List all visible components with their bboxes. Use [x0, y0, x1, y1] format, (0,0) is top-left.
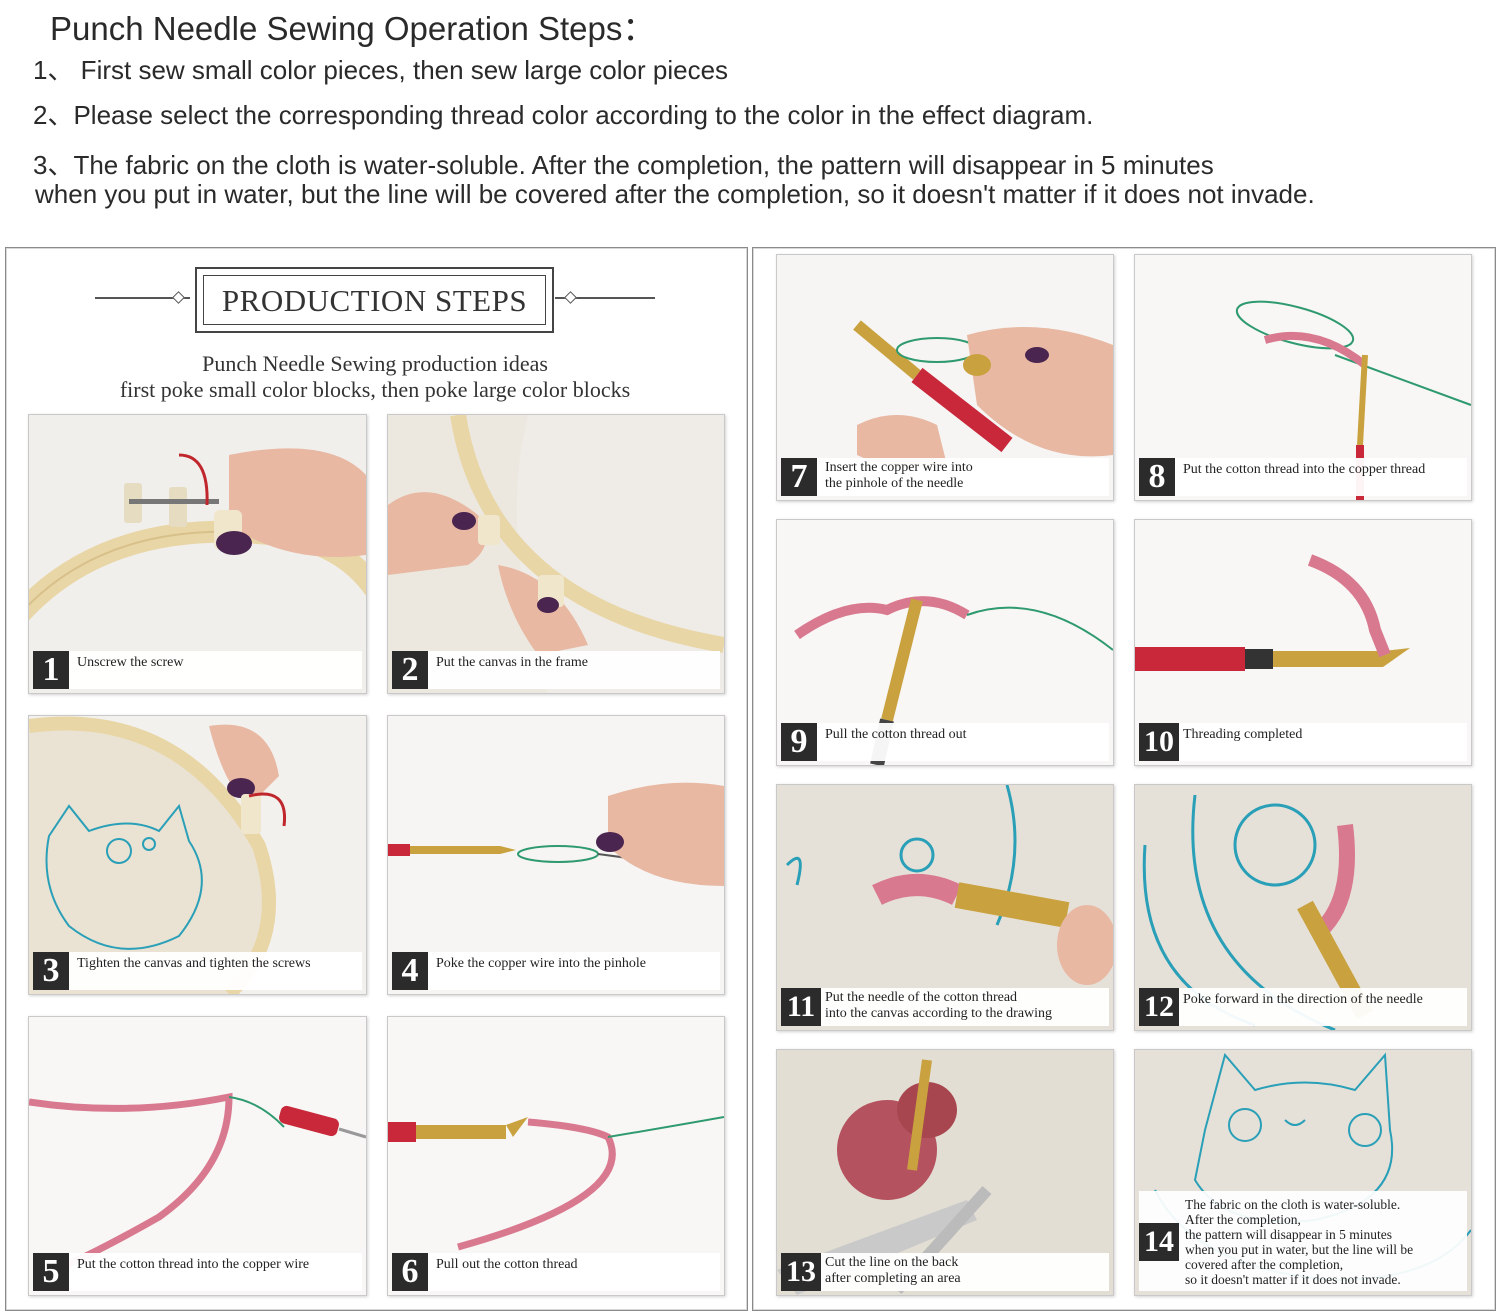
step-2-caption: Put the canvas in the frame: [436, 655, 589, 670]
instructions-header: Punch Needle Sewing Operation Steps： 1、 …: [0, 0, 1500, 240]
step-10-caption-bar: [1139, 723, 1467, 761]
step-card-3: 3 Tighten the canvas and tighten the scr…: [28, 715, 367, 995]
production-steps-banner: PRODUCTION STEPS: [195, 267, 554, 333]
step-5-number: 5: [33, 1253, 69, 1291]
step-3-caption-bar: [33, 952, 362, 990]
step-8-caption-bar: [1139, 458, 1467, 496]
step-7-number: 7: [781, 458, 817, 496]
step-9-caption-bar: [781, 723, 1109, 761]
page-title: Punch Needle Sewing Operation Steps：: [50, 10, 656, 47]
banner-title: PRODUCTION STEPS: [221, 283, 528, 318]
step-9-number: 9: [781, 723, 817, 761]
step-card-6: 6 Pull out the cotton thread: [387, 1016, 725, 1296]
step-11-caption: Put the needle of the cotton thread into…: [825, 990, 1052, 1022]
ideas-line-1: Punch Needle Sewing production ideas: [202, 351, 548, 376]
step-14-caption-line-1: The fabric on the cloth is water-soluble…: [1185, 1197, 1401, 1212]
instruction-line-3a: 3、The fabric on the cloth is water-solub…: [33, 150, 1214, 180]
step-9-caption: Pull the cotton thread out: [825, 727, 967, 742]
ornament-left: [95, 297, 190, 299]
step-3-caption: Tighten the canvas and tighten the screw…: [77, 956, 311, 971]
step-6-caption-bar: [392, 1253, 720, 1291]
step-7-caption-bar: [781, 458, 1109, 496]
step-14-number: 14: [1139, 1223, 1179, 1261]
step-card-9: 9 Pull the cotton thread out: [776, 519, 1114, 766]
step-13-caption-line-2: after completing an area: [825, 1271, 961, 1286]
step-4-number: 4: [392, 952, 428, 990]
step-5-caption-bar: [33, 1253, 362, 1291]
step-14-caption-line-6: so it doesn't matter if it does not inva…: [1185, 1272, 1401, 1287]
ideas-line-2: first poke small color blocks, then poke…: [119, 377, 631, 402]
instruction-line-3b: when you put in water, but the line will…: [35, 179, 1315, 209]
step-7-caption-line-2: the pinhole of the needle: [825, 476, 964, 491]
step-11-number: 11: [781, 988, 821, 1026]
step-card-7: 7 Insert the copper wire into the pinhol…: [776, 254, 1114, 501]
step-11-caption-bar: [781, 988, 1109, 1026]
step-5-caption: Put the cotton thread into the copper wi…: [77, 1257, 310, 1272]
step-card-2: 2 Put the canvas in the frame: [387, 414, 725, 694]
step-card-5: 5 Put the cotton thread into the copper …: [28, 1016, 367, 1296]
step-13-caption-bar: [781, 1253, 1109, 1291]
step-11-caption-line-1: Put the needle of the cotton thread: [825, 990, 1018, 1005]
step-12-caption: Poke forward in the direction of the nee…: [1183, 992, 1423, 1007]
step-card-1: 1 Unscrew the screw: [28, 414, 367, 694]
step-card-14: 14 The fabric on the cloth is water-solu…: [1134, 1049, 1472, 1296]
step-7-caption-line-1: Insert the copper wire into: [825, 460, 973, 475]
step-4-photo: [388, 716, 724, 994]
step-14-caption-line-5: covered after the completion,: [1185, 1257, 1344, 1272]
step-5-photo: [29, 1017, 366, 1295]
step-6-caption: Pull out the cotton thread: [436, 1257, 578, 1272]
step-13-caption-line-1: Cut the line on the back: [825, 1255, 959, 1270]
step-card-13: 13 Cut the line on the back after comple…: [776, 1049, 1114, 1296]
step-10-caption: Threading completed: [1183, 727, 1303, 742]
step-8-caption: Put the cotton thread into the copper th…: [1183, 462, 1426, 477]
step-14-caption-line-4: when you put in water, but the line will…: [1185, 1242, 1414, 1257]
step-3-number: 3: [33, 952, 69, 990]
step-14-caption: The fabric on the cloth is water-soluble…: [1185, 1197, 1413, 1287]
step-10-number: 10: [1139, 723, 1179, 761]
step-3-photo: [29, 716, 366, 994]
step-11-caption-line-2: into the canvas according to the drawing: [825, 1006, 1053, 1021]
step-2-number: 2: [392, 651, 428, 689]
step-1-number: 1: [33, 651, 69, 689]
step-1-caption-bar: [33, 651, 362, 689]
step-1-caption: Unscrew the screw: [77, 655, 184, 670]
step-6-number: 6: [392, 1253, 428, 1291]
step-6-photo: [388, 1017, 724, 1295]
step-card-8: 8 Put the cotton thread into the copper …: [1134, 254, 1472, 501]
step-2-caption-bar: [392, 651, 720, 689]
step-12-caption-bar: [1139, 988, 1467, 1026]
step-4-caption-bar: [392, 952, 720, 990]
step-14-caption-bar: [1139, 1191, 1467, 1291]
step-7-caption: Insert the copper wire into the pinhole …: [825, 460, 973, 492]
step-card-10: 10 Threading completed: [1134, 519, 1472, 766]
step-8-number: 8: [1139, 458, 1175, 496]
step-1-photo: [29, 415, 366, 693]
instruction-line-1: 1、 First sew small color pieces, then se…: [33, 55, 729, 85]
step-2-photo: [388, 415, 724, 693]
step-12-number: 12: [1139, 988, 1179, 1026]
step-13-number: 13: [781, 1253, 821, 1291]
instruction-line-2: 2、Please select the corresponding thread…: [33, 100, 1094, 130]
step-14-caption-line-2: After the completion,: [1185, 1212, 1301, 1227]
step-card-4: 4 Poke the copper wire into the pinhole: [387, 715, 725, 995]
step-4-caption: Poke the copper wire into the pinhole: [436, 956, 646, 971]
step-card-11: 11 Put the needle of the cotton thread i…: [776, 784, 1114, 1031]
step-13-caption: Cut the line on the back after completin…: [825, 1255, 961, 1287]
step-card-12: 12 Poke forward in the direction of the …: [1134, 784, 1472, 1031]
step-14-caption-line-3: the pattern will disappear in 5 minutes: [1185, 1227, 1392, 1242]
ornament-right: [555, 297, 655, 299]
